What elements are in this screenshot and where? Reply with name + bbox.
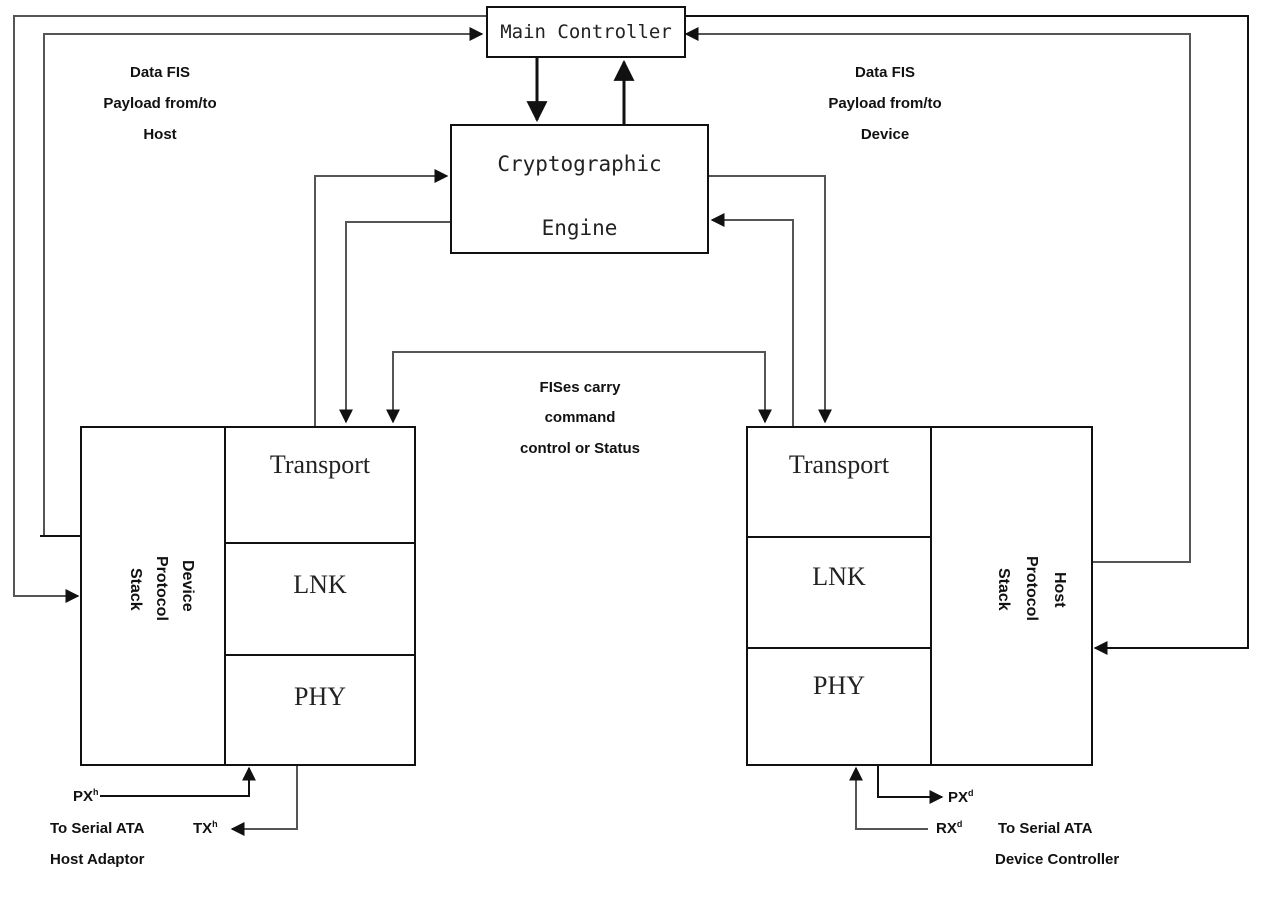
main-controller-box: Main Controller: [486, 6, 686, 58]
left-lnk-box: LNK: [224, 542, 416, 656]
right-px-text: PX: [948, 789, 969, 806]
right-transport-label: Transport: [788, 450, 890, 479]
left-target-line2: Host Adaptor: [50, 851, 145, 868]
crypto-label-line2: Engine: [541, 216, 618, 240]
crypto-to-left-transport-wire: [339, 221, 451, 424]
crypto-label-line1: Cryptographic: [497, 152, 662, 176]
mc-to-host-stack-wire: [686, 15, 1249, 655]
device-stack-line3: Stack: [127, 568, 144, 611]
fis-command-wire: [386, 351, 772, 424]
left-phy-box: PHY: [224, 654, 416, 766]
left-transport-to-crypto-wire: [314, 169, 449, 426]
left-target-line1: To Serial ATA: [50, 820, 145, 837]
host-stack-line1: Host: [1051, 572, 1068, 608]
data-fis-host-line1: Data FIS: [129, 64, 190, 81]
fises-line2: command: [544, 409, 616, 426]
right-lnk-label: LNK: [812, 562, 866, 591]
device-stack-line2: Protocol: [153, 556, 170, 621]
right-phy-box: PHY: [746, 647, 932, 766]
right-px-sup: d: [968, 788, 974, 798]
data-fis-device-line1: Data FIS: [854, 64, 915, 81]
right-px-wire: [877, 764, 944, 804]
data-fis-host-line3: Host: [143, 126, 177, 143]
left-tx-text: TX: [193, 820, 213, 837]
left-tx-label: TXh: [193, 819, 218, 837]
host-protocol-stack-box: [930, 426, 1093, 766]
host-stack-to-mc-wire: [684, 27, 1191, 563]
right-rx-sup: d: [956, 819, 963, 829]
left-lnk-label: LNK: [293, 570, 347, 599]
device-stack-line1: Device: [179, 560, 196, 612]
data-fis-device-line3: Device: [860, 126, 910, 143]
data-fis-host-line2: Payload from/to: [103, 95, 217, 112]
left-tx-wire: [230, 764, 298, 836]
right-lnk-box: LNK: [746, 536, 932, 649]
left-transport-box: Transport: [224, 426, 416, 544]
host-stack-line2: Protocol: [1023, 556, 1040, 621]
left-phy-label: PHY: [293, 682, 346, 711]
main-controller-label: Main Controller: [500, 21, 672, 43]
left-tx-sup: h: [212, 819, 218, 829]
fises-line1: FISes carry: [539, 379, 621, 396]
right-px-label: PXd: [948, 788, 974, 806]
crypto-to-right-transport-wire: [708, 175, 832, 424]
host-stack-line3: Stack: [995, 568, 1012, 611]
mc-to-device-stack-wire: [13, 15, 486, 603]
left-px-label: PXh: [73, 787, 99, 805]
right-target-line1: To Serial ATA: [998, 820, 1093, 837]
right-phy-label: PHY: [812, 671, 865, 700]
right-rx-wire: [849, 766, 928, 830]
right-transport-box: Transport: [746, 426, 932, 538]
right-transport-to-crypto-wire: [710, 213, 794, 426]
right-target-line2: Device Controller: [995, 851, 1120, 868]
left-px-wire: [100, 766, 256, 797]
right-rx-text: RX: [936, 820, 957, 837]
data-fis-device-line2: Payload from/to: [828, 95, 942, 112]
left-px-text: PX: [73, 788, 94, 805]
fises-line3: control or Status: [519, 440, 640, 457]
cryptographic-engine-box: Cryptographic Engine: [450, 124, 709, 254]
left-px-sup: h: [93, 787, 99, 797]
right-rx-label: RXd: [936, 819, 962, 837]
left-transport-label: Transport: [269, 450, 371, 479]
